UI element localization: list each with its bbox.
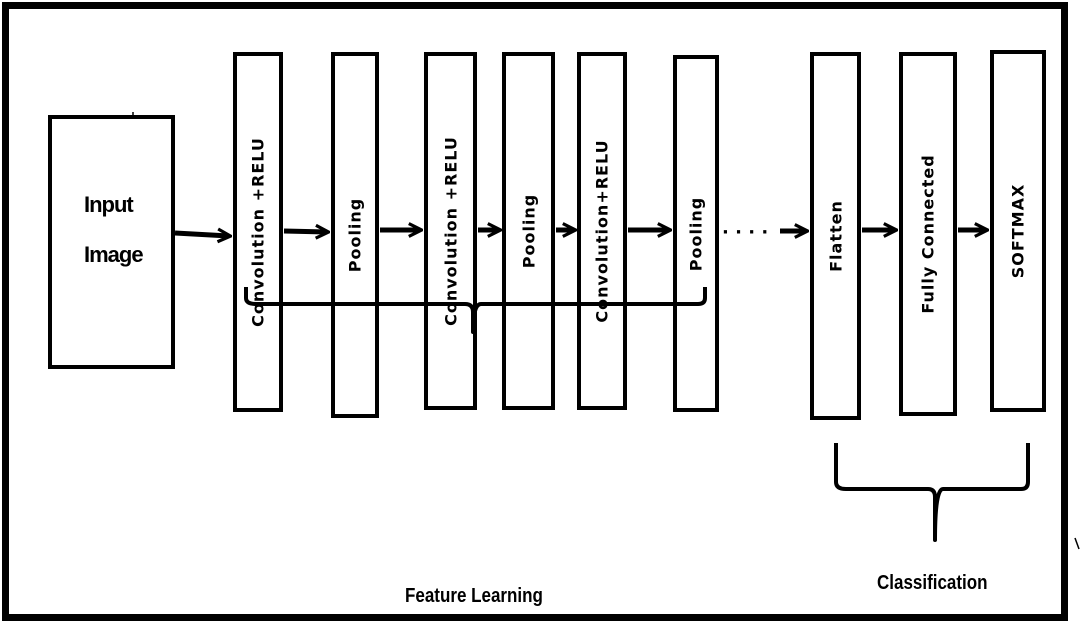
layer-flatten: Flatten [810, 52, 861, 420]
layer-softmax: SOFTMAX [990, 50, 1046, 412]
arrow-input-to-conv1 [174, 233, 229, 236]
layer-pooling-2: Pooling [502, 52, 555, 410]
ellipsis: · · · · [722, 222, 768, 243]
caption-classification: Classification [877, 572, 988, 594]
layer-conv-relu-1: Convolution +RELU [233, 52, 283, 412]
layer-pooling-1: Pooling [331, 52, 379, 418]
layer-fully-connected: Fully Connected [899, 52, 957, 416]
brace-classification [834, 443, 1030, 542]
brace-feature-learning [244, 287, 707, 334]
caption-feature-learning: Feature Learning [405, 585, 543, 607]
layer-pooling-3: Pooling [673, 55, 719, 412]
edge-tick [1074, 537, 1080, 550]
layer-conv-relu-2: Convolution +RELU [424, 52, 477, 410]
input-label-line1: Input [84, 192, 134, 217]
input-image-label: Input Image [48, 180, 175, 280]
layer-conv-relu-3: Convolution+RELU [577, 52, 627, 410]
input-image-box [48, 115, 175, 369]
arrow-conv1-to-pool1 [283, 231, 327, 232]
input-label-line2: Image [84, 242, 144, 267]
